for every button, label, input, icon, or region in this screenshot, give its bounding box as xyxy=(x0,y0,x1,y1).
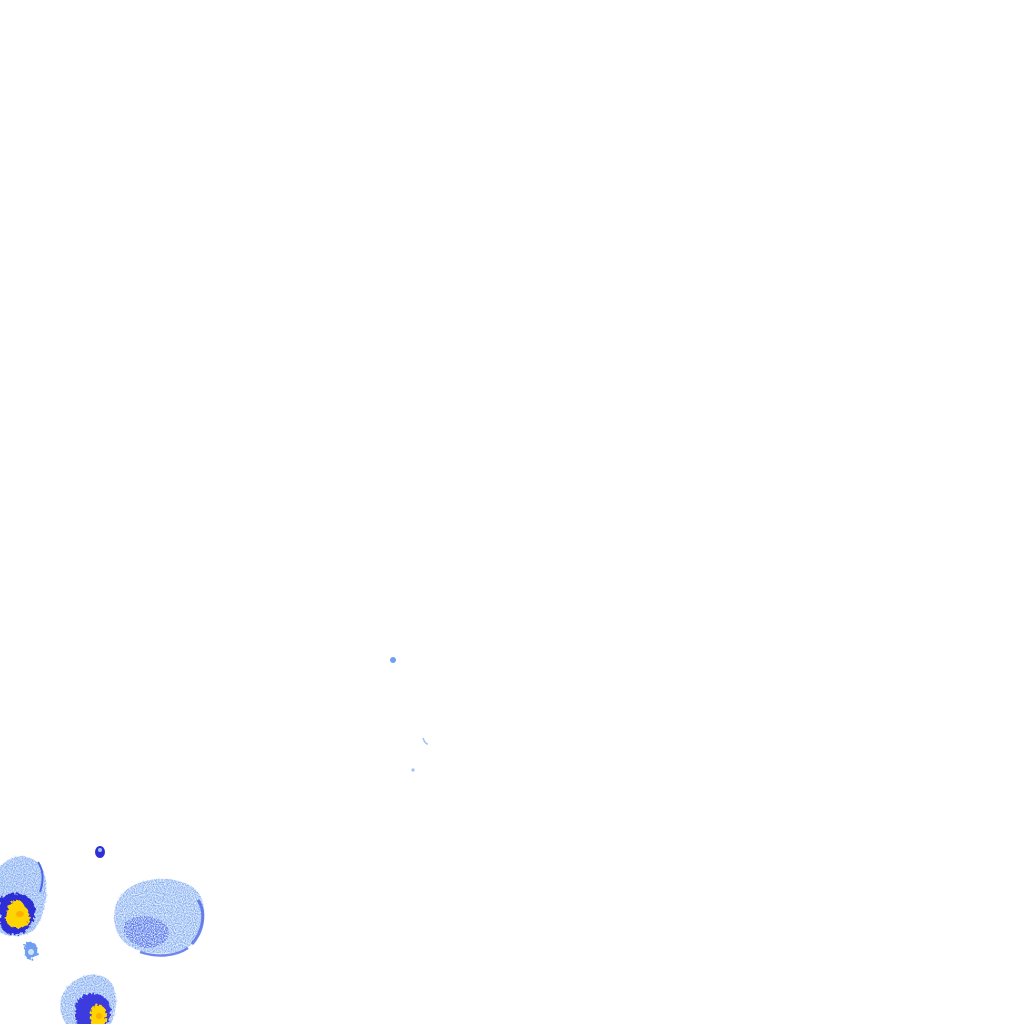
speck xyxy=(390,657,396,663)
speck xyxy=(422,737,429,745)
cell-left xyxy=(0,856,47,936)
speck-cluster xyxy=(390,657,429,772)
cell-bottom xyxy=(60,974,117,1024)
droplet xyxy=(24,941,38,960)
cell-large xyxy=(114,878,205,957)
speck xyxy=(411,768,415,772)
small-cell xyxy=(95,846,105,858)
